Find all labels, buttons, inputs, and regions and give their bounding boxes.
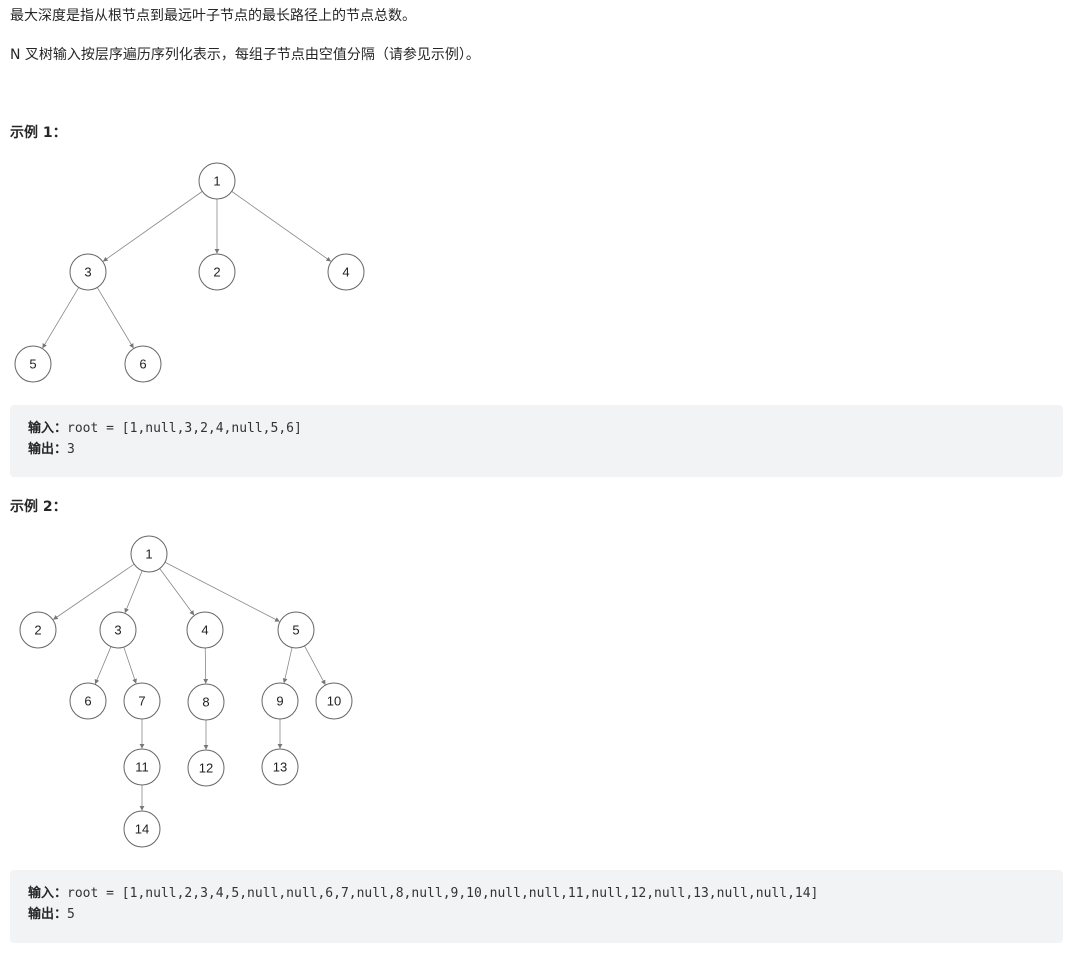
- tree-node-label: 5: [292, 623, 299, 638]
- tree-node-label: 13: [273, 760, 287, 775]
- tree-node-label: 4: [201, 623, 208, 638]
- tree-node: 1: [130, 535, 168, 573]
- tree-edge: [304, 645, 326, 685]
- description-line-2: N 叉树输入按层序遍历序列化表示，每组子节点由空值分隔（请参见示例）。: [10, 47, 480, 63]
- tree-node: 5: [277, 611, 315, 649]
- tree-node-label: 2: [34, 623, 41, 638]
- tree-node: 6: [69, 682, 107, 720]
- tree-node-label: 9: [276, 694, 283, 709]
- tree-node: 2: [198, 253, 236, 291]
- tree-node-label: 1: [145, 547, 152, 562]
- tree-edge: [94, 646, 112, 685]
- tree-node: 12: [187, 749, 225, 787]
- tree-node: 4: [327, 253, 365, 291]
- tree-edge: [124, 570, 143, 614]
- tree-node: 3: [99, 611, 137, 649]
- tree-node-label: 2: [213, 265, 220, 280]
- input-label: 输入：: [28, 421, 68, 436]
- example-2-title: 示例 2：: [10, 499, 67, 515]
- example-1-code-block: 输入：root = [1,null,3,2,4,null,5,6] 输出：3: [10, 405, 1063, 477]
- tree-node: 11: [123, 748, 161, 786]
- tree-node-label: 10: [327, 694, 341, 709]
- tree-node: 3: [69, 253, 107, 291]
- description-line-1: 最大深度是指从根节点到最远叶子节点的最长路径上的节点总数。: [10, 8, 416, 24]
- tree-node: 2: [19, 611, 57, 649]
- tree-node: 4: [186, 611, 224, 649]
- tree-edge: [42, 287, 80, 349]
- tree-node-label: 4: [342, 265, 349, 280]
- tree-edge: [123, 646, 137, 684]
- tree-edge: [231, 191, 332, 262]
- tree-node-label: 8: [202, 695, 209, 710]
- example-1-title: 示例 1：: [10, 125, 67, 141]
- tree-node: 6: [124, 345, 162, 383]
- tree-edge: [282, 647, 293, 684]
- tree-node: 5: [14, 345, 52, 383]
- input-value: root = [1,null,3,2,4,null,5,6]: [67, 421, 302, 436]
- example-2-code-block: 输入：root = [1,null,2,3,4,5,null,null,6,7,…: [10, 870, 1063, 943]
- tree-node: 14: [123, 810, 161, 848]
- tree-node: 1: [198, 162, 236, 200]
- tree-node-label: 6: [84, 694, 91, 709]
- output-value: 5: [67, 907, 75, 922]
- tree-node-label: 5: [29, 357, 36, 372]
- input-label: 输入：: [28, 886, 68, 901]
- tree-node-label: 1: [213, 174, 220, 189]
- tree-node-label: 7: [138, 694, 145, 709]
- tree-node-label: 3: [84, 265, 91, 280]
- tree-edge: [164, 561, 280, 622]
- tree-node-label: 14: [135, 822, 149, 837]
- tree-node-label: 12: [199, 761, 213, 776]
- tree-node-label: 11: [135, 760, 149, 775]
- input-value: root = [1,null,2,3,4,5,null,null,6,7,nul…: [67, 886, 819, 901]
- tree-node: 10: [315, 682, 353, 720]
- tree-node: 9: [261, 682, 299, 720]
- tree-edge: [96, 287, 134, 349]
- output-value: 3: [67, 442, 75, 457]
- tree-node: 13: [261, 748, 299, 786]
- output-label: 输出：: [28, 907, 68, 922]
- output-label: 输出：: [28, 442, 68, 457]
- tree-node: 7: [123, 682, 161, 720]
- example-1-tree-diagram: 1 3 2 4 5 6: [14, 162, 365, 383]
- tree-node-label: 3: [114, 623, 121, 638]
- tree-node: 8: [187, 683, 225, 721]
- tree-edge: [159, 568, 195, 616]
- tree-node-label: 6: [139, 357, 146, 372]
- tree-edge: [53, 563, 135, 620]
- tree-edge: [102, 191, 203, 262]
